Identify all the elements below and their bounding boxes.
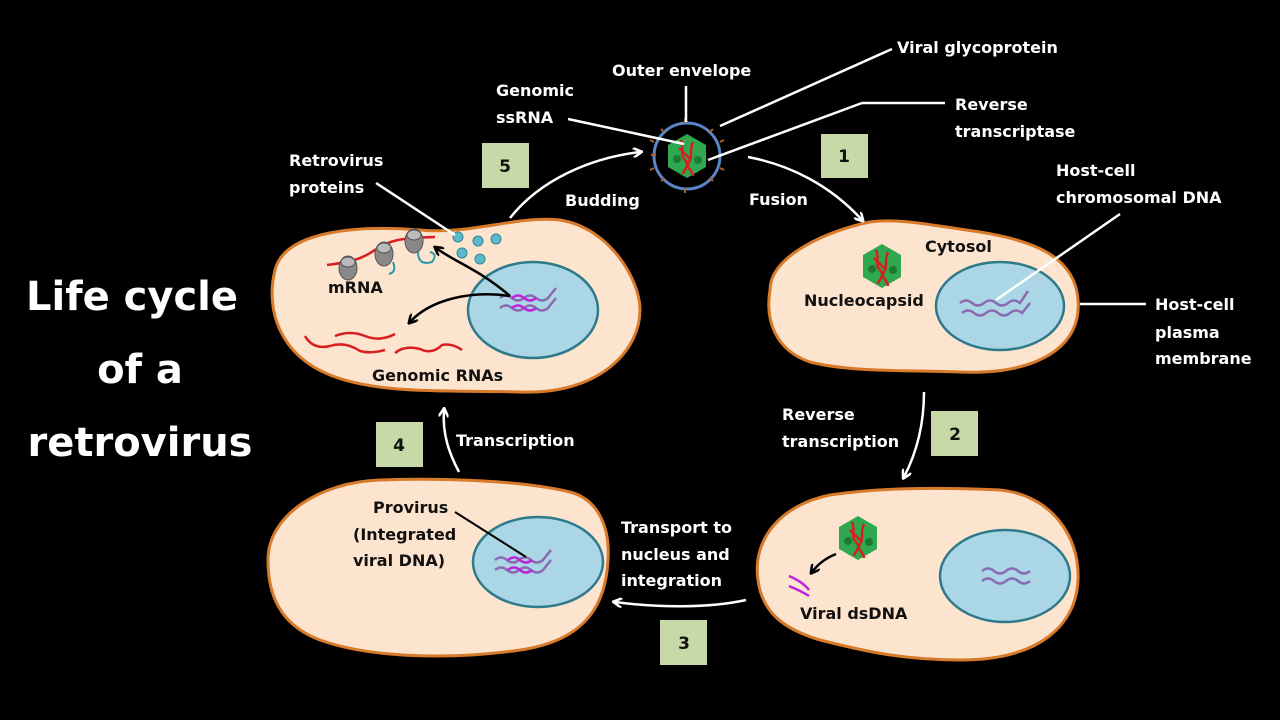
- transcription-label: Transcription: [456, 431, 575, 450]
- genomic-rnas-label: Genomic RNAs: [372, 366, 503, 385]
- host-chromosomal-dna: [959, 290, 1030, 307]
- fusion-arrow: [747, 155, 862, 220]
- host-dna-label-1: Host-cell: [1056, 161, 1136, 180]
- virion: [649, 118, 725, 193]
- reverse-transcription-arrow: [904, 391, 926, 477]
- retrovirus-proteins-label-1: Retrovirus: [289, 151, 383, 170]
- cell-reverse-transcription-stage: Viral dsDNA: [755, 486, 1080, 662]
- cell-provirus-stage: Provirus (Integrated viral DNA): [266, 477, 610, 658]
- budding-label: Budding: [565, 191, 640, 210]
- provirus-label-2: (Integrated: [353, 525, 456, 544]
- ribosome-icon: [338, 228, 424, 281]
- svg-text:5: 5: [499, 157, 511, 177]
- svg-text:2: 2: [949, 425, 961, 445]
- viral-dsdna: [788, 574, 810, 598]
- reverse-transcriptase-label-2: transcriptase: [955, 122, 1076, 141]
- outer-envelope-label: Outer envelope: [612, 61, 751, 80]
- step-box-3: 3: [660, 620, 707, 665]
- mrna-label: mRNA: [328, 278, 383, 297]
- nucleocapsid-label: Nucleocapsid: [804, 291, 924, 310]
- transport-label-1: Transport to: [621, 518, 732, 537]
- cell-fusion-stage: Cytosol Nucleocapsid: [767, 219, 1080, 374]
- plasma-membrane-label-3: membrane: [1155, 349, 1252, 368]
- cytosol-label: Cytosol: [925, 237, 992, 256]
- transport-label-3: integration: [621, 571, 722, 590]
- retrovirus-proteins-label-2: proteins: [289, 178, 364, 197]
- reverse-transcriptase-label-1: Reverse: [955, 95, 1028, 114]
- nucleus: [938, 528, 1072, 624]
- step-box-4: 4: [376, 422, 423, 467]
- genomic-ssrna-label-1: Genomic: [496, 81, 574, 100]
- transcription-arrow: [444, 410, 461, 473]
- title-line-3: retrovirus: [28, 420, 253, 466]
- plasma-membrane-label-2: plasma: [1155, 323, 1220, 342]
- fusion-label: Fusion: [749, 190, 808, 209]
- plasma-membrane-label-1: Host-cell: [1155, 295, 1235, 314]
- transport-label-2: nucleus and: [621, 545, 730, 564]
- svg-text:3: 3: [678, 634, 690, 654]
- host-dna-label-2: chromosomal DNA: [1056, 188, 1222, 207]
- retrovirus-proteins-icon: [452, 231, 502, 265]
- step-box-2: 2: [931, 411, 978, 456]
- budding-arrow: [509, 152, 640, 219]
- svg-text:4: 4: [393, 436, 405, 456]
- svg-text:1: 1: [838, 147, 850, 167]
- provirus-dna: [507, 556, 533, 564]
- step-box-5: 5: [482, 143, 529, 188]
- viral-glycoprotein-label: Viral glycoprotein: [897, 38, 1058, 57]
- genomic-ssrna-label-2: ssRNA: [496, 108, 554, 127]
- reverse-transcription-label-2: transcription: [782, 432, 899, 451]
- viral-dsdna-label: Viral dsDNA: [800, 604, 908, 623]
- provirus-label-1: Provirus: [373, 498, 448, 517]
- reverse-transcription-label-1: Reverse: [782, 405, 855, 424]
- transport-arrow: [615, 600, 747, 606]
- diagram-title: Life cycle of a retrovirus: [26, 274, 252, 466]
- cell-translation-stage: mRNA Genomic RNAs: [270, 217, 642, 394]
- provirus-label-3: viral DNA): [353, 551, 445, 570]
- step-box-1: 1: [821, 134, 868, 178]
- title-line-1: Life cycle: [26, 274, 238, 320]
- title-line-2: of a: [97, 347, 183, 393]
